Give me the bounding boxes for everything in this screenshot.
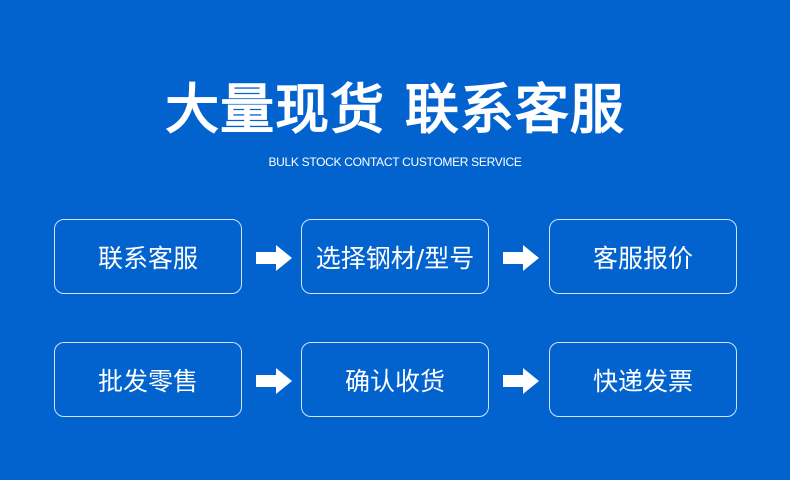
step-service-quote[interactable]: 客服报价 — [549, 219, 737, 294]
banner-subtitle: BULK STOCK CONTACT CUSTOMER SERVICE — [268, 155, 522, 169]
step-label: 确认收货 — [344, 366, 445, 396]
step-express-invoice[interactable]: 快递发票 — [549, 342, 737, 417]
arrow-right-icon — [502, 366, 540, 396]
step-label: 批发零售 — [97, 366, 198, 396]
step-label: 联系客服 — [97, 243, 198, 273]
step-label: 客服报价 — [592, 243, 693, 273]
arrow-right-icon — [502, 243, 540, 273]
step-select-steel-model[interactable]: 选择钢材/型号 — [301, 219, 489, 294]
step-label: 选择钢材/型号 — [315, 243, 475, 273]
step-wholesale-retail[interactable]: 批发零售 — [54, 342, 242, 417]
arrow-right-icon — [255, 366, 293, 396]
step-confirm-receipt[interactable]: 确认收货 — [301, 342, 489, 417]
arrow-right-icon — [255, 243, 293, 273]
step-contact-service[interactable]: 联系客服 — [54, 219, 242, 294]
step-label: 快递发票 — [592, 366, 693, 396]
banner-title: 大量现货 联系客服 — [165, 78, 625, 141]
